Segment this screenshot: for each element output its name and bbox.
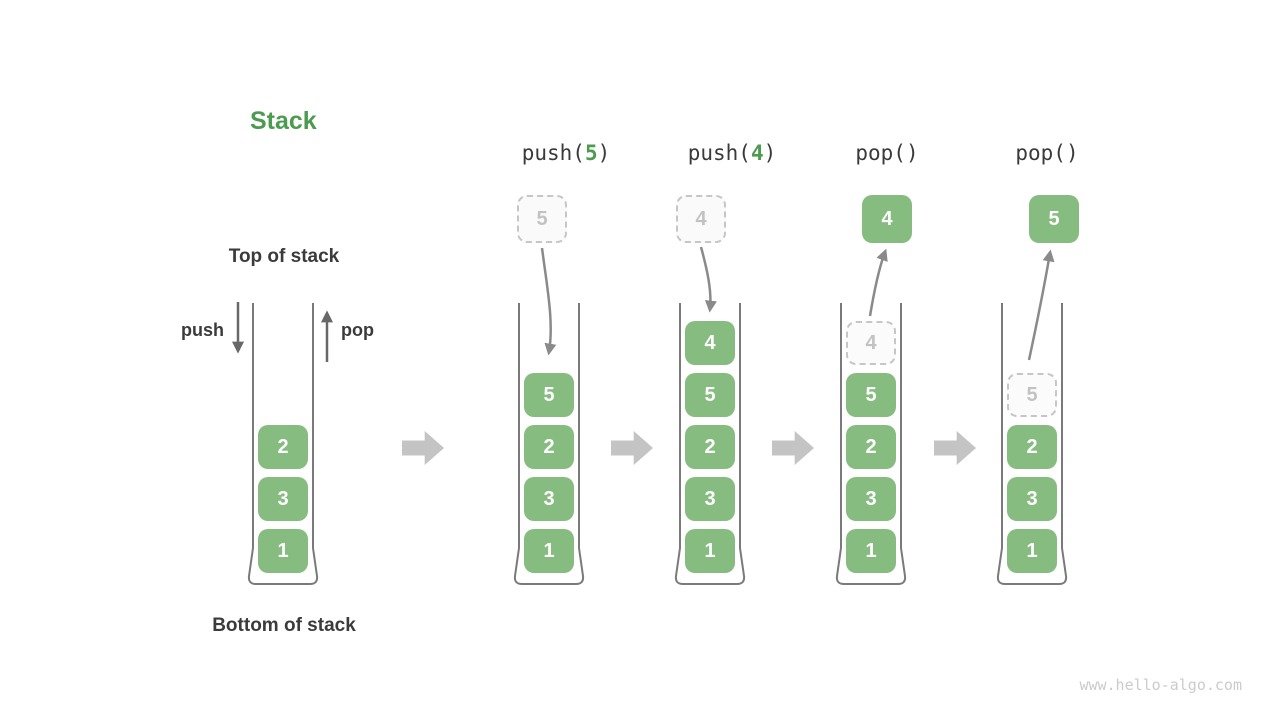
stack-cell: 2 xyxy=(1007,425,1057,469)
op-push-4: push(4) xyxy=(687,141,777,165)
stack-cell: 5 xyxy=(846,373,896,417)
op-pop-2: pop() xyxy=(1015,141,1079,165)
push-insert-arrow-icon xyxy=(540,247,557,356)
stack-cell: 3 xyxy=(258,477,308,521)
stack-cell: 2 xyxy=(258,425,308,469)
stack-container xyxy=(835,303,907,585)
label-top-of-stack: Top of stack xyxy=(228,246,340,267)
stack-cell: 5 xyxy=(524,373,574,417)
op-push-5: push(5) xyxy=(521,141,611,165)
stack-cell: 1 xyxy=(1007,529,1057,573)
stack-container xyxy=(996,303,1068,585)
floating-cell-popped: 4 xyxy=(862,195,912,243)
stack-cell-ghost: 5 xyxy=(1007,373,1057,417)
stack-cell: 2 xyxy=(685,425,735,469)
stack-cell: 2 xyxy=(846,425,896,469)
operation-argument: 4 xyxy=(750,141,764,165)
floating-cell-popped: 5 xyxy=(1029,195,1079,243)
stack-cell: 4 xyxy=(685,321,735,365)
label-bottom-of-stack: Bottom of stack xyxy=(212,615,356,636)
label-push: push xyxy=(181,320,224,340)
stack-container xyxy=(513,303,585,585)
operation-argument: 5 xyxy=(584,141,598,165)
stack-cell: 3 xyxy=(685,477,735,521)
stack-cell: 1 xyxy=(524,529,574,573)
pop-remove-arrow-icon xyxy=(1027,249,1055,361)
pop-remove-arrow-icon xyxy=(868,248,888,317)
op-pop-1: pop() xyxy=(855,141,919,165)
stack-container xyxy=(247,303,319,585)
label-pop: pop xyxy=(341,320,374,340)
stack-cell: 3 xyxy=(846,477,896,521)
floating-cell-incoming: 5 xyxy=(517,195,567,243)
stack-cell: 1 xyxy=(258,529,308,573)
stack-container xyxy=(674,303,746,585)
stack-cell: 5 xyxy=(685,373,735,417)
page-title: Stack xyxy=(250,107,317,135)
stack-cell: 3 xyxy=(1007,477,1057,521)
stack-cell: 1 xyxy=(685,529,735,573)
watermark: www.hello-algo.com xyxy=(1079,676,1242,694)
stack-cell-ghost: 4 xyxy=(846,321,896,365)
floating-cell-incoming: 4 xyxy=(676,195,726,243)
stack-cell: 1 xyxy=(846,529,896,573)
stack-cell: 3 xyxy=(524,477,574,521)
stack-cell: 2 xyxy=(524,425,574,469)
push-insert-arrow-icon xyxy=(699,246,717,313)
